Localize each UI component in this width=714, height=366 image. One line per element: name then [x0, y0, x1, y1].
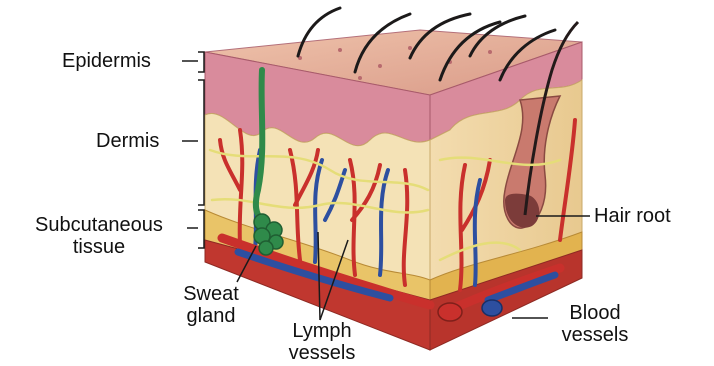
label-blood-vessels-line1: Blood — [550, 302, 640, 324]
label-sweat-gland-line1: Sweat — [176, 283, 246, 305]
label-subcutaneous-line2: tissue — [10, 236, 188, 258]
label-blood-vessels-line2: vessels — [550, 324, 640, 346]
label-sweat-gland-line2: gland — [176, 305, 246, 327]
label-lymph-vessels: Lymph vessels — [280, 320, 364, 364]
vein-cut-end — [482, 300, 502, 316]
artery-cut-end — [438, 303, 462, 321]
label-hair-root: Hair root — [594, 205, 671, 227]
label-blood-vessels: Blood vessels — [550, 302, 640, 346]
label-subcutaneous-line1: Subcutaneous — [10, 214, 188, 236]
label-lymph-vessels-line2: vessels — [280, 342, 364, 364]
label-dermis: Dermis — [96, 130, 159, 152]
label-lymph-vessels-line1: Lymph — [280, 320, 364, 342]
label-sweat-gland: Sweat gland — [176, 283, 246, 327]
label-epidermis: Epidermis — [62, 50, 151, 72]
label-subcutaneous-tissue: Subcutaneous tissue — [10, 214, 188, 258]
